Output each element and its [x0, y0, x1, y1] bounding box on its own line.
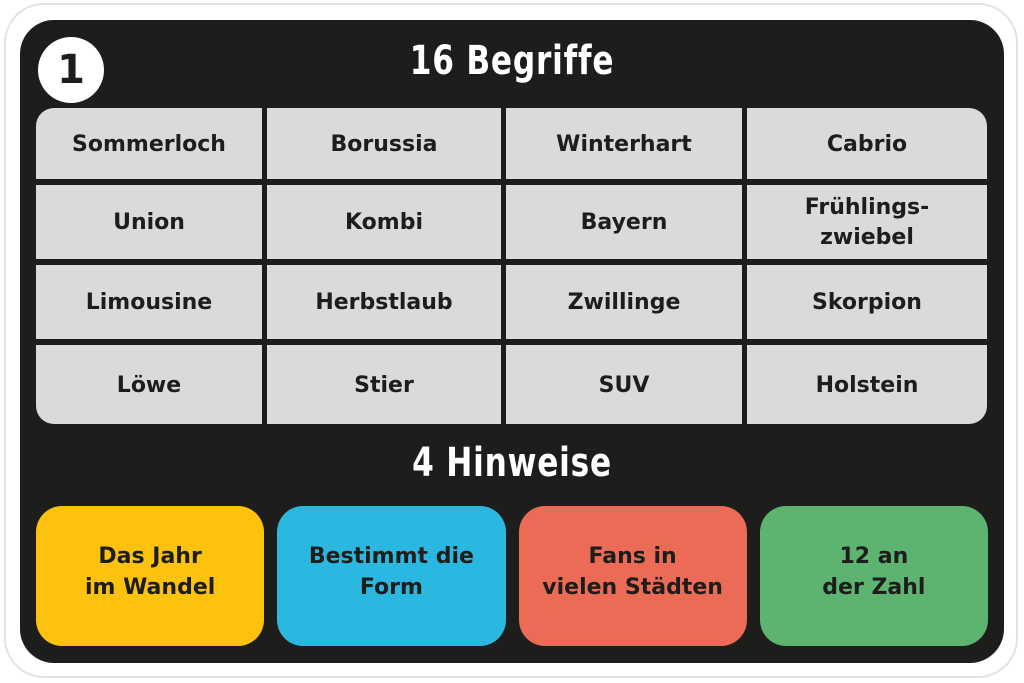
- term-cell[interactable]: Kombi: [267, 185, 506, 265]
- term-cell[interactable]: Limousine: [36, 265, 267, 345]
- term-cell[interactable]: Sommerloch: [36, 108, 267, 185]
- term-cell[interactable]: Winterhart: [506, 108, 747, 185]
- hint-green[interactable]: 12 an der Zahl: [759, 506, 988, 646]
- hints-title: 4 Hinweise: [412, 440, 612, 486]
- term-cell[interactable]: Cabrio: [747, 108, 987, 185]
- hint-yellow[interactable]: Das Jahr im Wandel: [36, 506, 265, 646]
- hints-row: Das Jahr im Wandel Bestimmt die Form Fan…: [36, 506, 988, 646]
- term-cell[interactable]: Borussia: [267, 108, 506, 185]
- term-cell[interactable]: SUV: [506, 345, 747, 424]
- term-cell[interactable]: Löwe: [36, 345, 267, 424]
- hint-blue[interactable]: Bestimmt die Form: [277, 506, 506, 646]
- term-cell[interactable]: Union: [36, 185, 267, 265]
- term-cell[interactable]: Zwillinge: [506, 265, 747, 345]
- terms-grid: Sommerloch Borussia Winterhart Cabrio Un…: [36, 108, 987, 424]
- term-cell[interactable]: Bayern: [506, 185, 747, 265]
- term-cell[interactable]: Stier: [267, 345, 506, 424]
- term-cell[interactable]: Holstein: [815, 372, 919, 398]
- terms-title: 16 Begriffe: [409, 38, 615, 84]
- term-cell[interactable]: Skorpion: [747, 265, 987, 345]
- card-number-badge: 1: [38, 37, 104, 103]
- term-cell[interactable]: Frühlings- zwiebel: [747, 185, 987, 265]
- term-cell[interactable]: Herbstlaub: [267, 265, 506, 345]
- hint-red[interactable]: Fans in vielen Städten: [518, 506, 747, 646]
